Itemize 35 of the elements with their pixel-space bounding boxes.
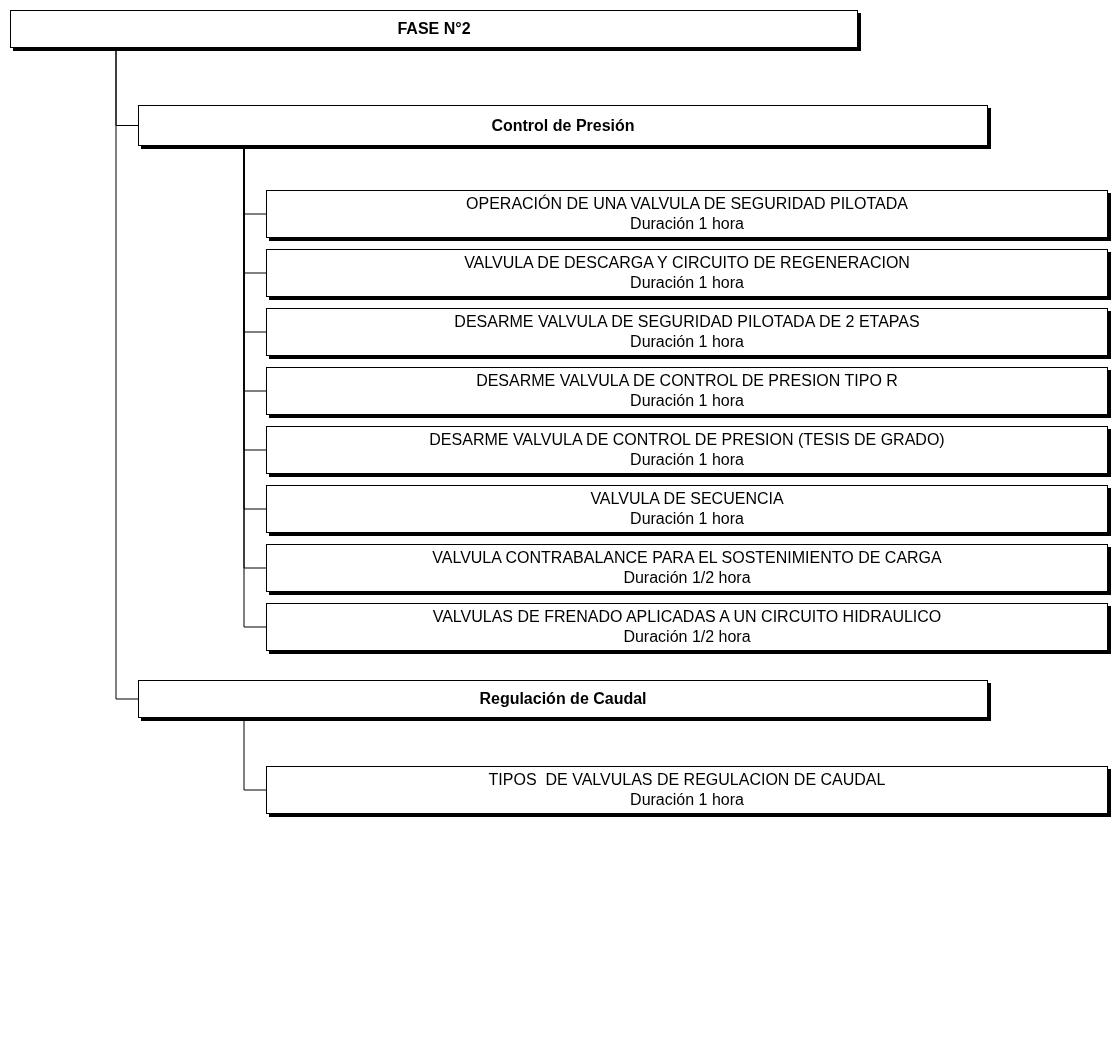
activity-title: VALVULA CONTRABALANCE PARA EL SOSTENIMIENTO DE CARGA [432,548,942,568]
activity-box [266,249,1108,297]
activity-title: DESARME VALVULA DE SEGURIDAD PILOTADA DE 2 ETAPAS [454,312,920,332]
connector-line [243,720,267,791]
duration-text: Duración 1/2 hora [623,568,751,588]
activity-title: DESARME VALVULA DE CONTROL DE PRESION (TESIS DE GRADO) [429,430,945,450]
phase-box [10,10,858,48]
duration-text: Duración 1 hora [630,450,744,470]
activity-title: OPERACIÓN DE UNA VALVULA DE SEGURIDAD PILOTADA [466,194,908,214]
activity-box [266,367,1108,415]
duration-text: Duración 1 hora [630,273,744,293]
duration-text: Duración 1 hora [630,790,744,810]
duration-text: Duración 1/2 hora [623,627,751,647]
activity-title: DESARME VALVULA DE CONTROL DE PRESION TIPO R [476,371,898,391]
duration-text: Duración 1 hora [630,332,744,352]
activity-title: VALVULA DE SECUENCIA [590,489,784,509]
activity-title: TIPOS DE VALVULAS DE REGULACION DE CAUDAL [488,770,886,790]
activity-box [266,544,1108,592]
activity-box [266,426,1108,474]
duration-text: Duración 1 hora [630,391,744,411]
activity-box [266,766,1108,814]
activity-box [266,190,1108,238]
activity-box [266,485,1108,533]
heading: Regulación de Caudal [479,689,647,709]
connector-line [115,50,139,700]
heading: FASE N°2 [397,19,471,39]
activity-box [266,603,1108,651]
activity-box [266,308,1108,356]
heading: Control de Presión [491,115,635,136]
duration-text: Duración 1 hora [630,214,744,234]
phase-box [138,680,988,718]
duration-text: Duración 1 hora [630,509,744,529]
activity-title: VALVULAS DE FRENADO APLICADAS A UN CIRCUITO HIDRAULICO [432,607,942,627]
activity-title: VALVULA DE DESCARGA Y CIRCUITO DE REGENERACION [464,253,910,273]
phase-box [138,105,988,146]
